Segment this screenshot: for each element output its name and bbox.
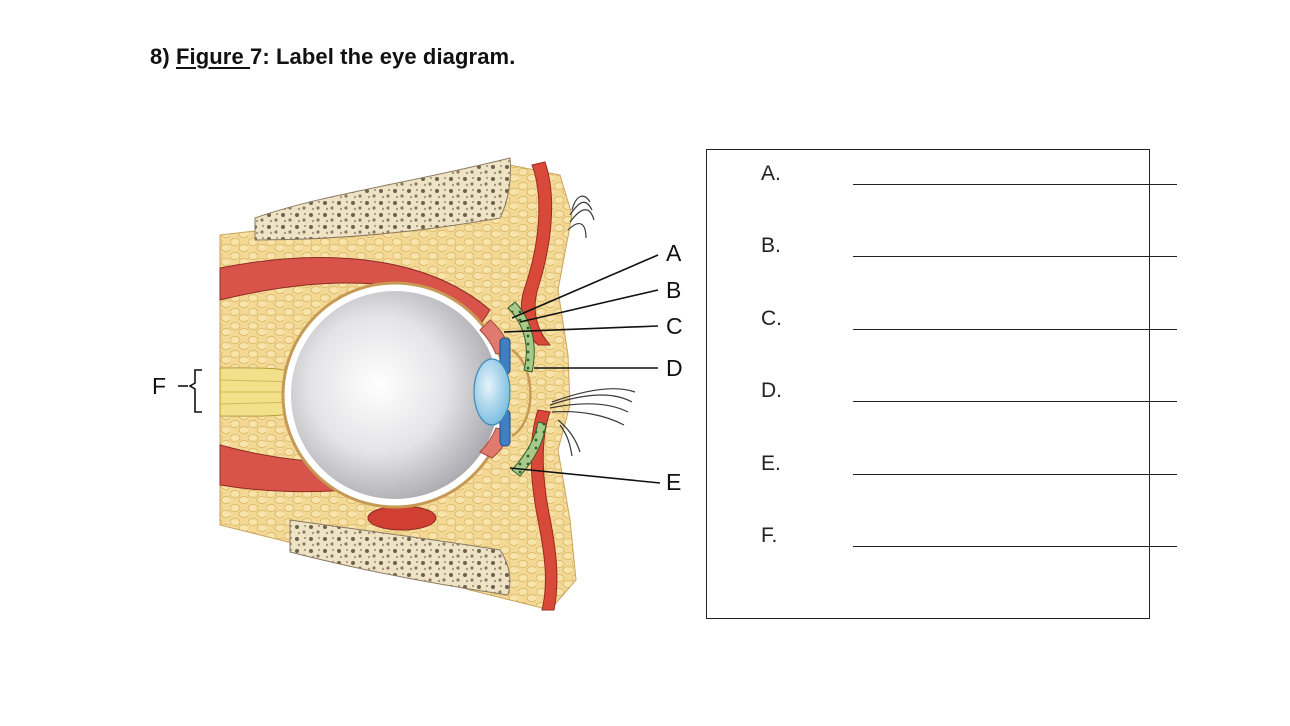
answer-row-e: E.: [761, 452, 1131, 480]
answer-blank-d[interactable]: [853, 401, 1177, 402]
answer-blank-a[interactable]: [853, 184, 1177, 185]
bracket-label-f: F: [152, 373, 166, 399]
eye-diagram: A B C D E F: [140, 140, 700, 620]
inferior-oblique-muscle: [368, 506, 436, 530]
question-text: 7: Label the eye diagram.: [250, 44, 515, 69]
answer-row-f: F.: [761, 524, 1131, 552]
answer-row-a: A.: [761, 162, 1131, 190]
answer-row-d: D.: [761, 379, 1131, 407]
callout-e: E: [666, 469, 681, 495]
callout-d: D: [666, 355, 683, 381]
answer-letter-d: D.: [761, 379, 782, 403]
figure-reference: Figure: [176, 44, 250, 69]
answer-blank-e[interactable]: [853, 474, 1177, 475]
answer-letter-e: E.: [761, 452, 781, 476]
answer-row-b: B.: [761, 234, 1131, 262]
answer-letter-f: F.: [761, 524, 777, 548]
question-heading: 8) Figure 7: Label the eye diagram.: [150, 44, 515, 70]
vitreous-body: [291, 291, 499, 499]
answer-letter-c: C.: [761, 307, 782, 331]
answer-letter-b: B.: [761, 234, 781, 258]
answer-blank-b[interactable]: [853, 256, 1177, 257]
callout-a: A: [666, 240, 682, 266]
answer-letter-a: A.: [761, 162, 781, 186]
callout-b: B: [666, 277, 681, 303]
bracket-f: [178, 370, 202, 412]
answer-row-c: C.: [761, 307, 1131, 335]
callout-c: C: [666, 313, 683, 339]
question-number: 8): [150, 44, 176, 69]
answer-blank-f[interactable]: [853, 546, 1177, 547]
lens: [474, 359, 510, 425]
answer-blank-c[interactable]: [853, 329, 1177, 330]
answer-box: A. B. C. D. E. F.: [706, 149, 1150, 619]
